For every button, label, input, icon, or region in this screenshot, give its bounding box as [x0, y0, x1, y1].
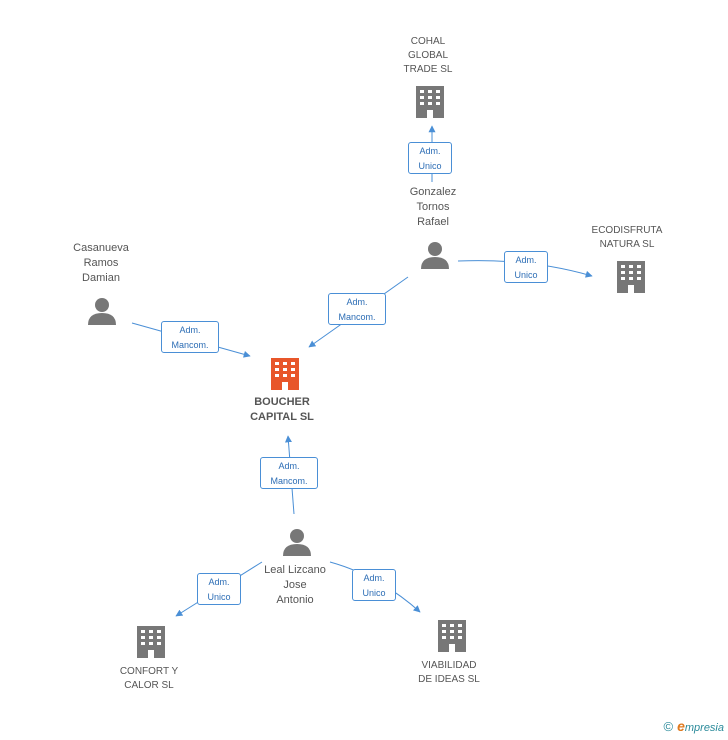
building-icon[interactable] — [416, 86, 444, 118]
node-label-casanueva[interactable]: Casanueva Ramos Damian — [73, 242, 129, 284]
node-label-viabilidad[interactable]: VIABILIDAD DE IDEAS SL — [418, 660, 480, 685]
brand-initial: e — [677, 718, 685, 734]
node-label-boucher[interactable]: BOUCHER CAPITAL SL — [250, 396, 314, 423]
node-label-cohal[interactable]: COHAL GLOBAL TRADE SL — [403, 36, 453, 75]
person-icon[interactable] — [421, 242, 449, 269]
relation-box-gonzalez-cohal[interactable]: Adm. Unico — [408, 142, 452, 174]
building-icon[interactable] — [617, 261, 645, 293]
person-icon[interactable] — [88, 298, 116, 325]
brand-footer: ©empresia — [663, 718, 724, 734]
node-label-gonzalez[interactable]: Gonzalez Tornos Rafael — [409, 186, 457, 228]
building-icon[interactable] — [137, 626, 165, 658]
relation-box-leal-boucher[interactable]: Adm. Mancom. — [260, 457, 318, 489]
person-icon[interactable] — [283, 529, 311, 556]
building-icon[interactable] — [438, 620, 466, 652]
copyright-symbol: © — [663, 719, 674, 734]
node-label-leal[interactable]: Leal Lizcano Jose Antonio — [264, 564, 326, 606]
relation-box-gonzalez-boucher[interactable]: Adm. Mancom. — [328, 293, 386, 325]
relation-box-leal-viabilidad[interactable]: Adm. Unico — [352, 569, 396, 601]
relation-box-gonzalez-ecodisfruta[interactable]: Adm. Unico — [504, 251, 548, 283]
relation-box-leal-confort[interactable]: Adm. Unico — [197, 573, 241, 605]
building-icon-focus[interactable] — [271, 358, 299, 390]
node-label-ecodisfruta[interactable]: ECODISFRUTA NATURA SL — [591, 225, 663, 250]
brand-name: mpresia — [684, 722, 724, 734]
relation-box-casanueva-boucher[interactable]: Adm. Mancom. — [161, 321, 219, 353]
node-label-confort[interactable]: CONFORT Y CALOR SL — [119, 666, 179, 691]
